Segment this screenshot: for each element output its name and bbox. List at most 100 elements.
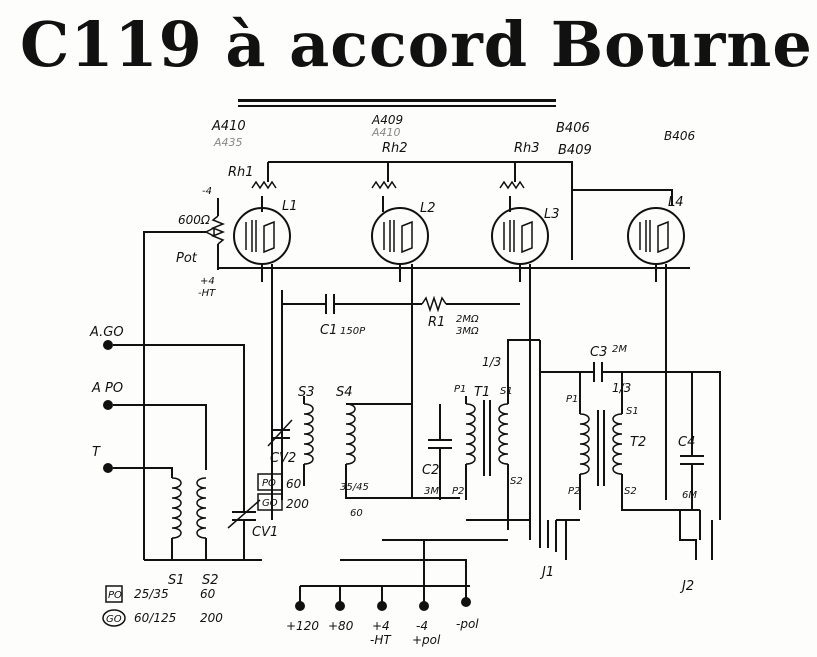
terminal-minus4-sub: +pol — [412, 633, 441, 647]
tube-l3-type: B406 — [556, 121, 590, 136]
t2-s2: S2 — [624, 486, 637, 497]
tube-l4-type: B406 — [664, 129, 696, 143]
heater-bus — [267, 161, 673, 260]
table-po-s2: 60 — [200, 587, 216, 601]
terminal-plus4-label: +4 — [372, 619, 390, 633]
tube-l1-label: L1 — [282, 199, 298, 214]
c4-label: C4 — [678, 435, 695, 450]
c3-value: 2M — [612, 344, 627, 355]
transformer-t2: T2 1/3 P1 P2 S1 S2 — [566, 381, 646, 497]
rh1-label: Rh1 — [228, 165, 254, 180]
plate-leads — [271, 264, 667, 540]
terminal-pol — [461, 597, 471, 607]
antenna-inputs: A.GO A PO T — [89, 325, 245, 500]
tube-l2-type: A409 — [371, 113, 403, 127]
coil-s3: S3 — [298, 385, 315, 465]
table-po-tag: PO — [108, 590, 122, 601]
s3-go-value: 200 — [286, 497, 309, 511]
capacitor-cv2: CV2 — [267, 419, 296, 466]
t1-p2: P2 — [452, 486, 464, 497]
s4-leads — [345, 403, 460, 499]
terminal-80-label: +80 — [328, 619, 354, 633]
tube-leads — [261, 264, 657, 282]
t1-s2: S2 — [510, 476, 523, 487]
terminal-plus4-sub: -HT — [370, 633, 392, 647]
table-go-s1: 60/125 — [134, 611, 176, 625]
c1-leads — [281, 290, 413, 500]
c1-label: C1 — [320, 323, 337, 338]
terminal-leads — [299, 586, 467, 602]
terminal-80 — [335, 601, 345, 611]
table-po-s1: 25/35 — [134, 587, 169, 601]
table-go-s2: 200 — [200, 611, 223, 625]
capacitor-c4: C4 6M — [678, 372, 704, 510]
terminal-ago — [103, 340, 113, 350]
s4-bottom: 60 — [350, 508, 363, 519]
c4-value: 6M — [682, 490, 697, 501]
page-title: C119 à accord Bourne — [20, 8, 813, 81]
supply-feeds — [340, 519, 530, 586]
terminal-pol-label: -pol — [456, 617, 479, 631]
rh3-label: Rh3 — [514, 141, 540, 156]
tube-l2-label: L2 — [420, 201, 436, 216]
terminal-minus4-label: -4 — [416, 619, 428, 633]
coil-table: PO GO 25/35 60 60/125 200 — [102, 585, 223, 627]
table-go-tag: GO — [106, 614, 122, 625]
coil-s1: S1 — [168, 477, 185, 588]
t2-s1: S1 — [626, 406, 639, 417]
tube-l1-alt: A435 — [213, 136, 243, 149]
c1-value: 150P — [340, 326, 366, 337]
terminal-t — [103, 463, 113, 473]
terminal-plus4 — [377, 601, 387, 611]
r1-value1: 2MΩ — [456, 314, 479, 325]
tube-l4-label: L4 — [668, 195, 684, 210]
s3-po-value: 60 — [286, 477, 302, 491]
antenna-apo-label: A PO — [91, 381, 123, 396]
terminal-120-label: +120 — [286, 619, 319, 633]
coil-s4: S4 35/45 60 — [336, 385, 369, 519]
t1-label: T1 — [474, 385, 490, 400]
cv2-label: CV2 — [270, 451, 296, 466]
t1-s1: S1 — [500, 386, 513, 397]
band-tags-s3: PO 60 GO 200 — [257, 473, 309, 511]
pot-label: Pot — [176, 251, 198, 266]
j2-label: J2 — [679, 579, 694, 594]
r1-label: R1 — [428, 315, 445, 330]
s3-go-tag: GO — [262, 498, 278, 509]
c2-value: 3M — [424, 486, 439, 497]
tube-l1-type: A410 — [211, 119, 246, 134]
pot-bottom1: +4 — [200, 276, 215, 287]
r1-value2: 3MΩ — [456, 326, 479, 337]
capacitor-c1: C1 150P — [282, 294, 412, 338]
c2-label: C2 — [422, 463, 439, 478]
coil-s2: S2 — [196, 477, 219, 588]
potentiometer-pot: -4 600Ω Pot +4 -HT — [176, 186, 226, 299]
t2-label: T2 — [630, 435, 646, 450]
terminal-apo — [103, 400, 113, 410]
rheostat-rh1: Rh1 — [228, 165, 277, 212]
terminal-120 — [295, 601, 305, 611]
tube-l2-alt: A410 — [371, 126, 401, 139]
t1-ratio: 1/3 — [482, 355, 501, 369]
t1-leads — [465, 339, 540, 530]
pot-bottom2: -HT — [198, 288, 216, 299]
jack-j2: J2 — [679, 510, 713, 594]
capacitor-c2: C2 3M — [422, 404, 452, 500]
s3-po-tag: PO — [262, 478, 276, 489]
jack-j1: J1 — [539, 340, 580, 580]
capacitor-cv1: CV1 — [227, 499, 278, 560]
pot-value: 600Ω — [178, 213, 211, 227]
cv1-label: CV1 — [252, 525, 278, 540]
title-rule — [238, 99, 556, 102]
t1-p1: P1 — [454, 384, 466, 395]
t2-p1: P1 — [566, 394, 578, 405]
t2-p2: P2 — [568, 486, 580, 497]
capacitor-c3: C3 2M — [540, 344, 627, 382]
tube-l4: L4 — [627, 195, 685, 265]
grid-bias-line — [143, 231, 206, 560]
tube-l3-label: L3 — [544, 207, 560, 222]
s1-label: S1 — [168, 573, 185, 588]
tube-l3-alt: B409 — [558, 143, 592, 158]
resistor-r1: R1 2MΩ 3MΩ — [412, 295, 520, 337]
